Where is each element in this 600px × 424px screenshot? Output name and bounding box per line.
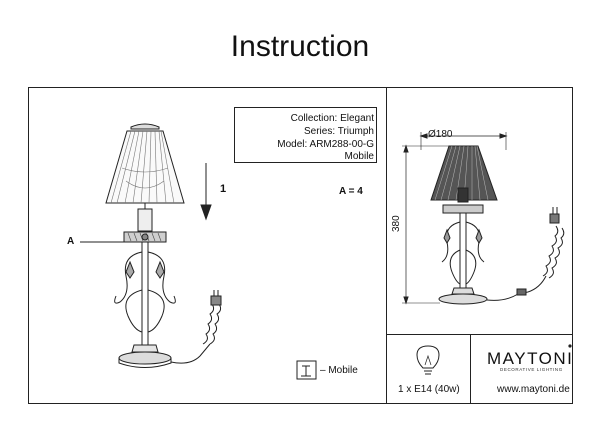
- legend-text: – Mobile: [320, 365, 358, 376]
- brand-dot: [568, 344, 572, 348]
- legend-icon: [296, 360, 317, 380]
- collection-label: Collection: Elegant: [290, 113, 374, 124]
- model-label: Model: ARM288-00-G: [277, 139, 374, 150]
- lamp-main-illustration: [80, 123, 222, 368]
- model-info-box: [234, 107, 377, 163]
- footer-divider: [386, 334, 573, 335]
- width-dimension: Ø180: [428, 129, 453, 140]
- panel-divider: [386, 87, 387, 404]
- page-title: Instruction: [230, 30, 370, 63]
- lamp-dimension-illustration: [402, 132, 565, 305]
- bulb-icon: [416, 345, 440, 375]
- series-label: Series: Triumph: [303, 126, 374, 137]
- footer-divider-vertical: [470, 334, 471, 404]
- bulb-spec: 1 x E14 (40w): [398, 384, 460, 395]
- brand-logo: MAYTONI: [487, 349, 574, 368]
- variant-label: Mobile: [344, 151, 374, 162]
- step-arrow-down: [200, 163, 212, 221]
- brand-tagline: DECORATIVE LIGHTING: [500, 367, 563, 372]
- part-label-a: A: [67, 236, 75, 247]
- instruction-frame: [28, 87, 573, 404]
- step-number: 1: [220, 183, 227, 195]
- brand-url: www.maytoni.de: [497, 384, 570, 395]
- part-quantity: A = 4: [339, 186, 363, 197]
